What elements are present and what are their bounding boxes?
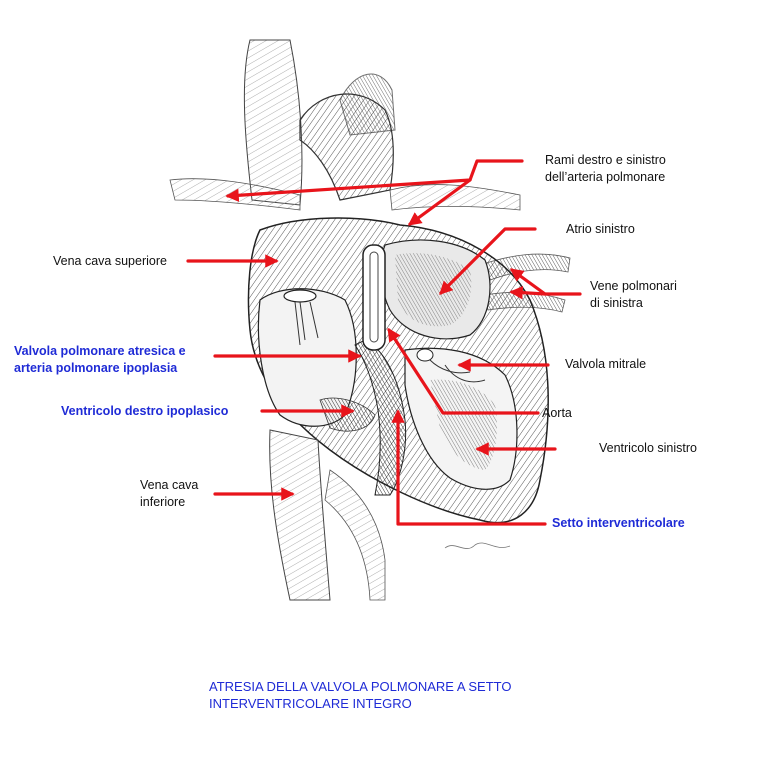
aortic-arch <box>299 73 396 201</box>
label-vena-cava-inferiore: Vena cava inferiore <box>140 478 199 509</box>
label-valvola-mitrale: Valvola mitrale <box>565 357 647 371</box>
vena-cava-inferiore-vessel <box>269 429 386 601</box>
label-atrio-sinistro: Atrio sinistro <box>566 222 635 236</box>
arrow-rami-right <box>407 178 472 226</box>
label-rami: Rami destro e sinistro dell’arteria polm… <box>545 153 666 184</box>
arrow-rami-left <box>225 159 524 202</box>
label-ventricolo-destro: Ventricolo destro ipoplasico <box>61 404 229 418</box>
label-vene-polmonari: Vene polmonari di sinistra <box>590 279 677 310</box>
arrow-aorta <box>387 327 540 415</box>
label-setto: Setto interventricolare <box>552 516 685 530</box>
atretic-valve-ring <box>283 289 319 346</box>
arrow-setto <box>391 409 547 526</box>
caption: ATRESIA DELLA VALVOLA POLMONARE A SETTO … <box>209 679 512 711</box>
label-vena-cava-superiore: Vena cava superiore <box>53 254 167 268</box>
vena-cava-superiore-vessel <box>243 39 303 206</box>
label-aorta: Aorta <box>542 406 572 420</box>
artist-signature <box>444 542 511 549</box>
label-ventricolo-sinistro: Ventricolo sinistro <box>599 441 697 455</box>
arrow-atrio-sinistro <box>439 227 537 295</box>
aortic-root <box>362 244 386 351</box>
septum-shape <box>354 339 407 496</box>
annotation-arrows <box>186 159 582 526</box>
label-valvola-polmonare: Valvola polmonare atresica e arteria pol… <box>14 344 186 375</box>
mitral-leaflets <box>416 348 486 383</box>
arrow-vene-polmonari-lower <box>509 285 547 300</box>
left-atrium-chamber <box>380 239 491 340</box>
